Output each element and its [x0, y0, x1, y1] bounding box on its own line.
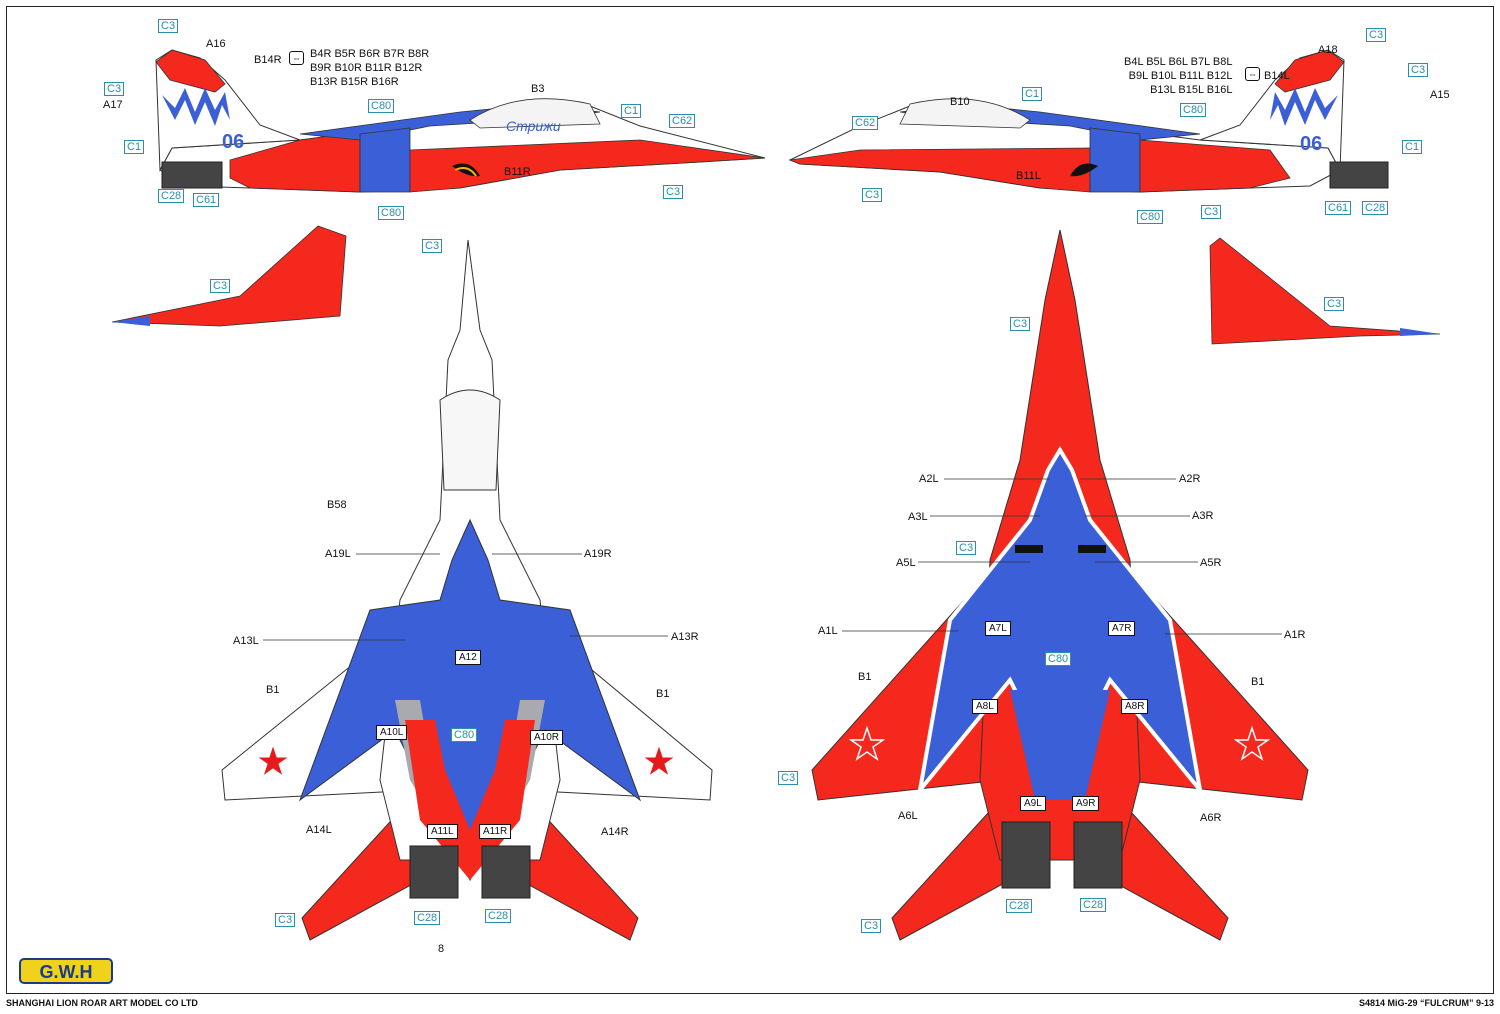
label-a9r: A9R — [1072, 796, 1100, 811]
label-b14l: B14L — [1264, 70, 1290, 82]
label-b11l: B11L — [1016, 170, 1041, 182]
label-a14r: A14R — [601, 826, 629, 838]
label-a3r: A3R — [1192, 510, 1214, 522]
color-code-c3: C3 — [956, 541, 977, 555]
color-code-c3: C3 — [210, 279, 231, 293]
color-code-c28: C28 — [1362, 201, 1389, 215]
label-a12: A12 — [455, 650, 481, 665]
swap-icon-left: ⇔ — [1242, 67, 1263, 81]
label-a13r: A13R — [671, 631, 699, 643]
color-code-c3: C3 — [158, 19, 179, 33]
stabilizer-left-detail — [111, 225, 347, 327]
label-a10l: A10L — [376, 725, 408, 740]
label-a2r: A2R — [1179, 473, 1201, 485]
color-code-c80: C80 — [1180, 103, 1207, 117]
svg-text:G.W.H: G.W.H — [40, 962, 93, 982]
label-a19l: A19L — [325, 548, 351, 560]
label-b10: B10 — [950, 96, 970, 108]
color-code-c80: C80 — [378, 206, 405, 220]
label-a13l: A13L — [233, 635, 259, 647]
label-b11r: B11R — [504, 166, 531, 178]
label-a10r: A10R — [530, 730, 564, 745]
label-a3l: A3L — [908, 511, 928, 523]
label-a11l: A11L — [427, 824, 458, 839]
label-b3: B3 — [531, 83, 545, 95]
label-a16: A16 — [206, 38, 226, 50]
color-code-c3: C3 — [778, 771, 799, 785]
tail-number-right: 06 — [222, 131, 245, 153]
color-code-c1: C1 — [1022, 87, 1043, 101]
label-b58: B58 — [327, 499, 347, 511]
color-code-c3: C3 — [1366, 28, 1387, 42]
decal-list-left: B4L B5L B6L B7L B8L B9L B10L B11L B12L B… — [1124, 56, 1233, 96]
color-code-c3: C3 — [275, 913, 296, 927]
label-a7r: A7R — [1108, 621, 1136, 636]
label-b1-bottom-left: B1 — [858, 671, 872, 683]
label-a5l: A5L — [896, 557, 916, 569]
label-a9l: A9L — [1020, 796, 1046, 811]
swap-icon-right: ⇔ — [286, 51, 307, 65]
label-b1-top-left: B1 — [266, 684, 280, 696]
color-code-c80: C80 — [451, 728, 478, 742]
label-a19r: A19R — [584, 548, 612, 560]
color-code-c80: C80 — [1045, 652, 1072, 666]
color-code-c61: C61 — [1325, 201, 1352, 215]
label-a1l: A1L — [818, 625, 838, 637]
label-a8l: A8L — [972, 699, 998, 714]
gwh-logo: G.W.H — [18, 955, 116, 985]
footer-company: SHANGHAI LION ROAR ART MODEL CO LTD — [6, 998, 198, 1008]
label-a15: A15 — [1430, 89, 1450, 101]
star-markings — [255, 725, 1271, 778]
color-code-c1: C1 — [1402, 140, 1423, 154]
color-code-c1: C1 — [124, 140, 145, 154]
page-border — [6, 6, 1494, 994]
color-code-c61: C61 — [193, 193, 220, 207]
color-code-c80: C80 — [1137, 210, 1164, 224]
label-a14l: A14L — [306, 824, 332, 836]
top-view — [221, 239, 713, 941]
stabilizer-right-detail — [1209, 237, 1441, 345]
color-code-c3: C3 — [104, 82, 125, 96]
side-view-left — [788, 49, 1389, 193]
footer-product: S4814 MiG-29 “FULCRUM” 9-13 — [1358, 998, 1494, 1008]
color-code-c1: C1 — [621, 104, 642, 118]
leader-lines — [263, 478, 1282, 641]
color-code-c28: C28 — [1006, 899, 1033, 913]
label-a8r: A8R — [1121, 699, 1149, 714]
decal-list-right: B4R B5R B6R B7R B8R B9R B10R B11R B12R B… — [310, 48, 430, 88]
color-code-c28: C28 — [1080, 898, 1107, 912]
label-a17: A17 — [103, 99, 123, 111]
fuselage-text: Стрижи — [506, 118, 561, 134]
label-b14r: B14R — [254, 54, 282, 66]
color-code-c3: C3 — [1201, 205, 1222, 219]
color-code-c3: C3 — [1010, 317, 1031, 331]
page-number: 8 — [438, 943, 445, 955]
label-a6r: A6R — [1200, 812, 1222, 824]
label-a18: A18 — [1318, 44, 1338, 56]
label-a11r: A11R — [479, 824, 512, 839]
color-code-c28: C28 — [414, 911, 441, 925]
color-code-c28: C28 — [485, 909, 512, 923]
label-b1-top-right: B1 — [656, 688, 670, 700]
color-code-c62: C62 — [852, 116, 879, 130]
color-code-c28: C28 — [158, 189, 185, 203]
color-code-c3: C3 — [862, 188, 883, 202]
label-a2l: A2L — [919, 473, 939, 485]
label-b1-bottom-right: B1 — [1251, 676, 1265, 688]
label-a6l: A6L — [898, 810, 918, 822]
side-view-right — [155, 49, 766, 193]
color-code-c3: C3 — [663, 185, 684, 199]
color-code-c80: C80 — [368, 99, 395, 113]
color-code-c3: C3 — [1408, 63, 1429, 77]
color-code-c62: C62 — [669, 114, 696, 128]
label-a1r: A1R — [1284, 629, 1306, 641]
tail-number-left: 06 — [1300, 133, 1323, 155]
color-code-c3: C3 — [1324, 297, 1345, 311]
label-a5r: A5R — [1200, 557, 1222, 569]
color-code-c3: C3 — [422, 239, 443, 253]
label-a7l: A7L — [985, 621, 1011, 636]
color-code-c3: C3 — [861, 919, 882, 933]
